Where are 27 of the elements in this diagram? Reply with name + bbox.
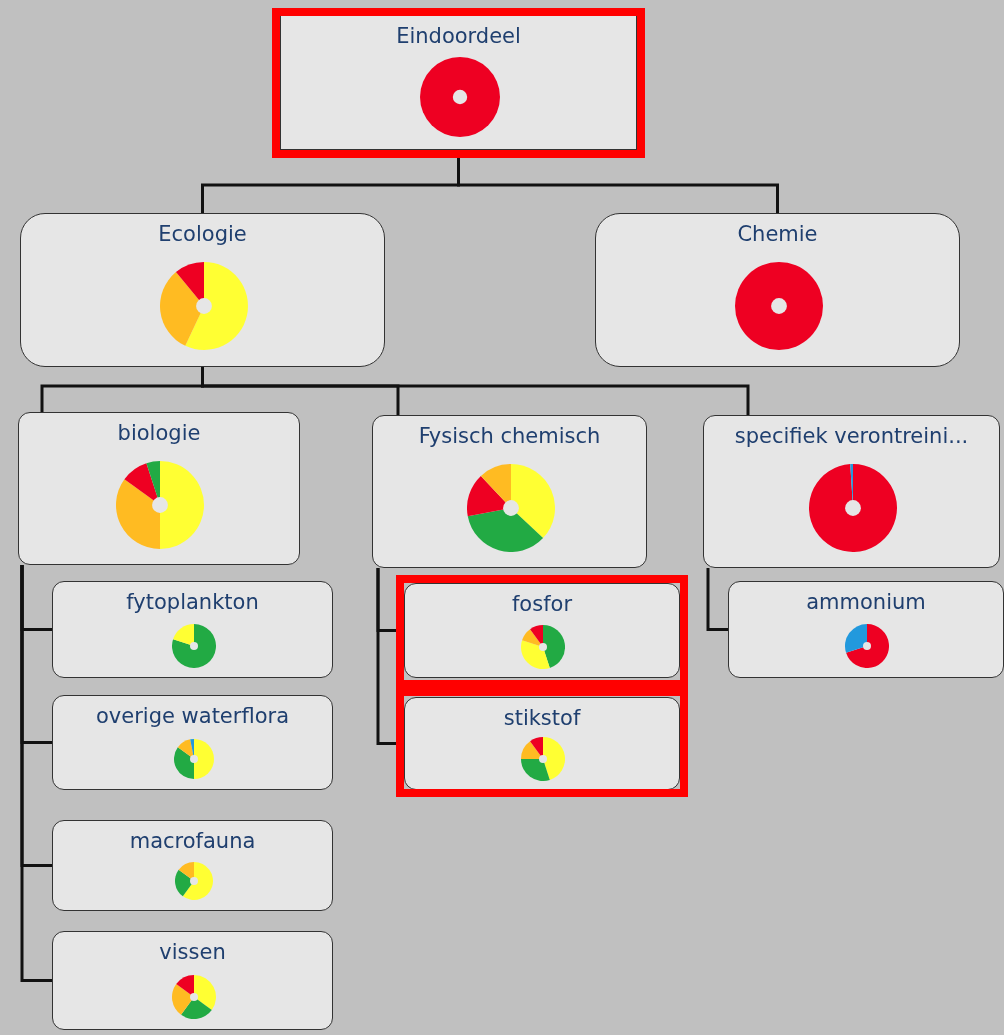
category-card: [18, 412, 300, 565]
node-title: macrofauna: [128, 829, 257, 853]
node-title: vissen: [158, 940, 227, 964]
node-title: fosfor: [510, 592, 574, 616]
category-card: [20, 213, 385, 367]
node-title: overige waterflora: [95, 704, 290, 728]
connector-line: [706, 568, 728, 631]
category-card: [52, 931, 333, 1030]
category-card: [372, 415, 647, 568]
connector-line: [20, 565, 52, 982]
node-title: Eindoordeel: [395, 24, 522, 48]
category-card: [52, 820, 333, 911]
node-title: ammonium: [805, 590, 927, 614]
node-title: stikstof: [502, 706, 582, 730]
node-title: Chemie: [736, 222, 819, 246]
node-title: biologie: [116, 421, 202, 445]
category-card: [404, 583, 680, 678]
category-card: [595, 213, 960, 367]
node-title: specifiek verontreini...: [733, 424, 970, 448]
category-card: [52, 695, 333, 790]
category-card: [728, 581, 1004, 678]
category-card: [52, 581, 333, 678]
category-card: [703, 415, 1000, 568]
node-title: Ecologie: [157, 222, 248, 246]
category-card: [404, 697, 680, 790]
node-title: Fysisch chemisch: [417, 424, 602, 448]
node-title: fytoplankton: [125, 590, 260, 614]
